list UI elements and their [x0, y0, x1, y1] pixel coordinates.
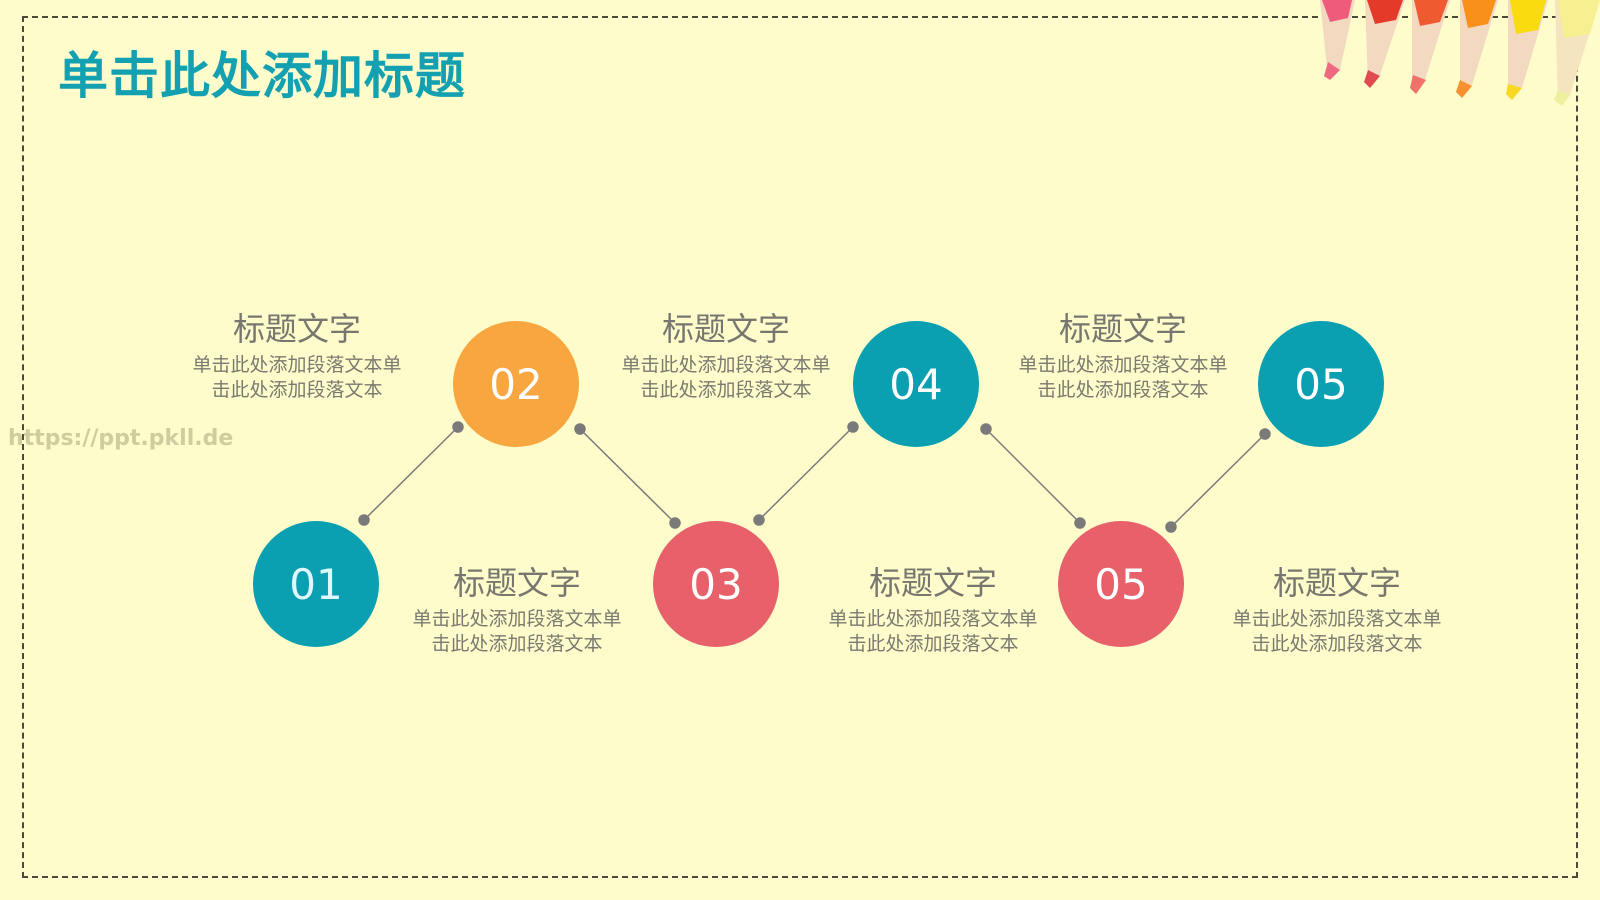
text-block-06[interactable]: 标题文字 单击此处添加段落文本单 击此处添加段落文本	[993, 309, 1253, 403]
block-body-line2: 击此处添加段落文本	[1037, 379, 1209, 401]
text-block-04[interactable]: 标题文字 单击此处添加段落文本单 击此处添加段落文本	[596, 309, 856, 403]
step-circle-01[interactable]: 01	[253, 521, 379, 647]
watermark-text: https://ppt.pkll.de	[8, 426, 234, 451]
step-circle-03[interactable]: 03	[653, 521, 779, 647]
block-body-line1: 单击此处添加段落文本单	[621, 354, 831, 376]
step-circle-05[interactable]: 05	[1058, 521, 1184, 647]
block-body-line2: 击此处添加段落文本	[431, 633, 603, 655]
text-block-02[interactable]: 标题文字 单击此处添加段落文本单 击此处添加段落文本	[167, 309, 427, 403]
step-number: 03	[689, 559, 743, 609]
step-circle-04[interactable]: 04	[853, 321, 979, 447]
step-circle-02[interactable]: 02	[453, 321, 579, 447]
block-body-line2: 击此处添加段落文本	[211, 379, 383, 401]
text-block-01[interactable]: 标题文字 单击此处添加段落文本单 击此处添加段落文本	[387, 563, 647, 657]
dashed-frame	[22, 16, 1578, 878]
step-number: 02	[489, 359, 543, 409]
text-block-03[interactable]: 标题文字 单击此处添加段落文本单 击此处添加段落文本	[803, 563, 1063, 657]
block-body-line2: 击此处添加段落文本	[1251, 633, 1423, 655]
block-heading: 标题文字	[232, 310, 361, 348]
slide-title[interactable]: 单击此处添加标题	[58, 47, 466, 105]
step-number: 04	[889, 359, 943, 409]
block-heading: 标题文字	[868, 564, 997, 602]
block-heading: 标题文字	[1058, 310, 1187, 348]
block-body-line2: 击此处添加段落文本	[847, 633, 1019, 655]
block-body-line1: 单击此处添加段落文本单	[828, 608, 1038, 630]
step-number: 05	[1094, 559, 1148, 609]
block-heading: 标题文字	[1272, 564, 1401, 602]
block-heading: 标题文字	[661, 310, 790, 348]
block-body-line2: 击此处添加段落文本	[640, 379, 812, 401]
step-circle-06[interactable]: 05	[1258, 321, 1384, 447]
block-body-line1: 单击此处添加段落文本单	[412, 608, 622, 630]
block-body-line1: 单击此处添加段落文本单	[1018, 354, 1228, 376]
block-body-line1: 单击此处添加段落文本单	[1232, 608, 1442, 630]
text-block-05[interactable]: 标题文字 单击此处添加段落文本单 击此处添加段落文本	[1207, 563, 1467, 657]
colored-pencils-icon	[1320, 0, 1600, 106]
step-number: 01	[289, 559, 343, 609]
block-heading: 标题文字	[452, 564, 581, 602]
step-number: 05	[1294, 359, 1348, 409]
block-body-line1: 单击此处添加段落文本单	[192, 354, 402, 376]
